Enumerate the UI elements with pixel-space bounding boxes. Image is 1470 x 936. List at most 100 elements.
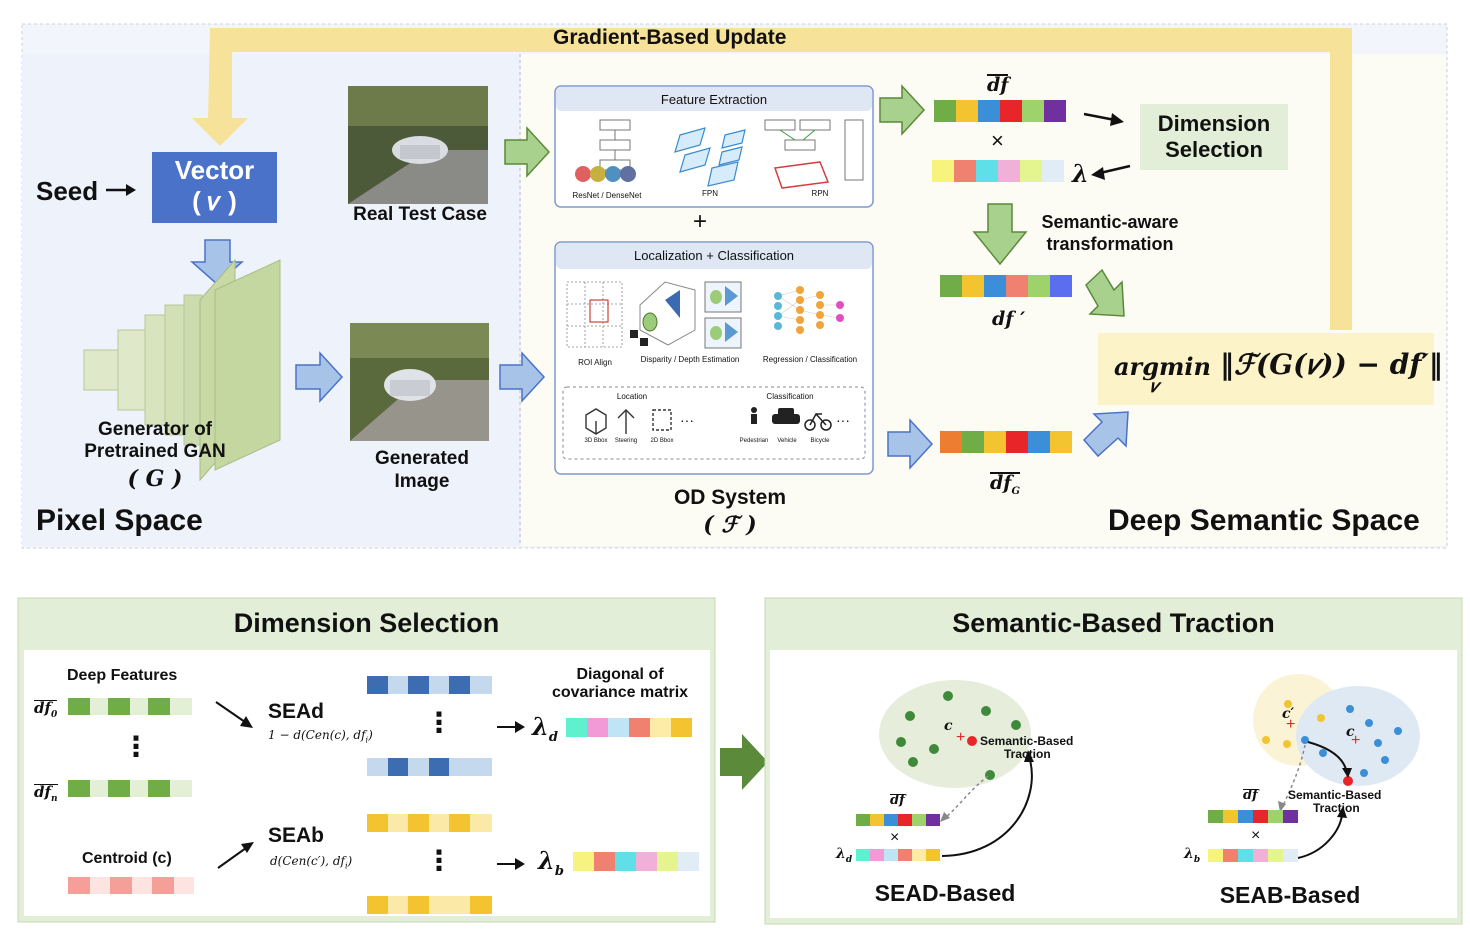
seab-top-vector	[367, 814, 492, 832]
lambda-label: λ	[1072, 159, 1089, 188]
real-test-case-image	[348, 86, 488, 204]
resnet-label: ResNet / DenseNet	[572, 191, 642, 200]
seed-label: Seed	[36, 176, 99, 206]
seab-df-vector	[1208, 810, 1298, 823]
feature-extraction-title: Feature Extraction	[660, 92, 768, 107]
seab-lambda-sub: b	[1193, 854, 1201, 865]
generator-line1: Generator of	[97, 419, 213, 440]
dfn-vector	[68, 780, 192, 797]
class-ellipsis: ···	[836, 412, 850, 428]
times-sign: ×	[991, 128, 1004, 153]
gradient-update-label: Gradient-Based Update	[553, 26, 787, 49]
class-item-vehicle: Vehicle	[777, 438, 797, 444]
loc-ellipsis: ···	[680, 412, 694, 428]
vector-symbol: ( 𝜈 )	[192, 186, 237, 216]
classification-header: Classification	[766, 392, 814, 401]
seab-bottom-vector	[367, 896, 492, 914]
traction-title: Semantic-Based Traction	[952, 608, 1275, 638]
disparity-label: Disparity / Depth Estimation	[640, 355, 740, 364]
generator-line2: Pretrained GAN	[84, 441, 226, 462]
dfn-text: df	[34, 783, 51, 801]
fpn-label: FPN	[702, 189, 718, 198]
deep-features-label: Deep Features	[67, 667, 178, 684]
deep-semantic-space-label: Deep Semantic Space	[1108, 504, 1420, 537]
vector-box	[152, 152, 277, 223]
seab-c-label: c	[1346, 724, 1355, 740]
lambda-b-text: λ	[538, 846, 555, 875]
loc-item-steering: Steering	[614, 438, 638, 444]
gan-generator	[83, 258, 281, 482]
centroid-label: Centroid (c)	[82, 850, 172, 867]
sead-formula-sub: i	[365, 735, 369, 745]
argmin-sub: 𝜈	[1150, 376, 1159, 397]
lambda-d-vector	[566, 718, 692, 737]
dimension-selection-box	[1140, 104, 1288, 170]
seab-formula-text: d(Cen(c′), df	[270, 854, 345, 868]
lambda-b-label: λb	[538, 846, 564, 879]
seab-traction-line2: Traction	[1313, 801, 1360, 815]
lambda-d-text: λ	[532, 712, 549, 741]
vdots-seab: ⋮	[425, 845, 453, 876]
sead-bottom-vector	[367, 758, 492, 776]
roi-align-label: ROI Align	[578, 358, 612, 367]
df-g-label: dfG	[990, 472, 1021, 501]
dimension-selection-line1: Dimension	[1157, 111, 1271, 136]
df-g-vector	[940, 431, 1072, 453]
seab-df-label: df	[1243, 788, 1258, 803]
semantic-aware-line1: Semantic-aware	[1041, 212, 1179, 232]
df0-vector	[68, 698, 192, 715]
loc-item-3dbbox: 3D Bbox	[584, 438, 608, 444]
seab-label: SEAb	[268, 824, 325, 847]
seab-lambda-text: λ	[1184, 846, 1194, 862]
regression-label: Regression / Classification	[762, 355, 858, 364]
sead-c-label: c	[944, 718, 953, 734]
generated-line1: Generated	[375, 448, 469, 469]
lambda-d-label: λd	[532, 712, 558, 745]
sead-times: ×	[890, 829, 900, 846]
sead-lambda-vector	[856, 849, 940, 861]
vdots-sead: ⋮	[425, 707, 453, 738]
seab-lambda-vector	[1208, 849, 1298, 862]
sead-top-vector	[367, 676, 492, 694]
seab-formula-sub: i	[344, 861, 348, 871]
lambda-d-sub: d	[548, 729, 558, 745]
sead-lambda-sub: d	[845, 854, 853, 865]
centroid-vector	[68, 877, 194, 894]
df0-label: df0	[34, 700, 58, 722]
argmin-formula-box	[1098, 333, 1434, 405]
sead-lambda-text: λ	[836, 846, 846, 862]
dimension-selection-line2: Selection	[1165, 137, 1263, 162]
od-system-label: OD System	[673, 486, 787, 509]
sead-label: SEAd	[268, 700, 325, 723]
localization-title: Localization + Classification	[633, 248, 795, 263]
seab-times: ×	[1251, 827, 1261, 844]
diagonal-line2: covariance matrix	[551, 684, 689, 701]
seab-formula: d(Cen(c′), dfi)	[270, 854, 353, 871]
sead-traction-line2: Traction	[1004, 747, 1051, 761]
dfn-sub: n	[50, 794, 58, 804]
df-vector	[934, 100, 1066, 122]
lambda-b-sub: b	[554, 863, 564, 879]
pixel-space-label: Pixel Space	[36, 504, 203, 537]
sead-formula-text: 1 − d(Cen(c), df	[268, 728, 366, 742]
sead-traction-line1: Semantic-Based	[980, 734, 1074, 748]
lambda-b-vector	[573, 852, 699, 871]
sead-based-label: SEAD-Based	[874, 880, 1016, 906]
rpn-label: RPN	[811, 189, 829, 198]
seab-c-prime-label: c′	[1282, 706, 1295, 722]
generator-symbol: ( G )	[127, 466, 183, 492]
generated-image	[350, 323, 489, 441]
semantic-aware-line2: transformation	[1046, 234, 1174, 254]
seab-traction-line1: Semantic-Based	[1288, 788, 1382, 802]
real-test-case-label: Real Test Case	[353, 204, 487, 225]
class-item-pedestrian: Pedestrian	[739, 438, 769, 444]
argmin-label: argmin	[1114, 352, 1211, 381]
od-symbol: ( ℱ )	[703, 512, 757, 538]
df-label: df	[987, 74, 1009, 96]
df-prime-vector	[940, 275, 1072, 297]
df-g-sub: G	[1011, 485, 1021, 497]
dimension-selection-title: Dimension Selection	[233, 608, 500, 638]
seab-based-label: SEAB-Based	[1219, 882, 1361, 908]
formula-body: ‖ℱ(G(𝜈)) − df′‖	[1220, 348, 1443, 381]
